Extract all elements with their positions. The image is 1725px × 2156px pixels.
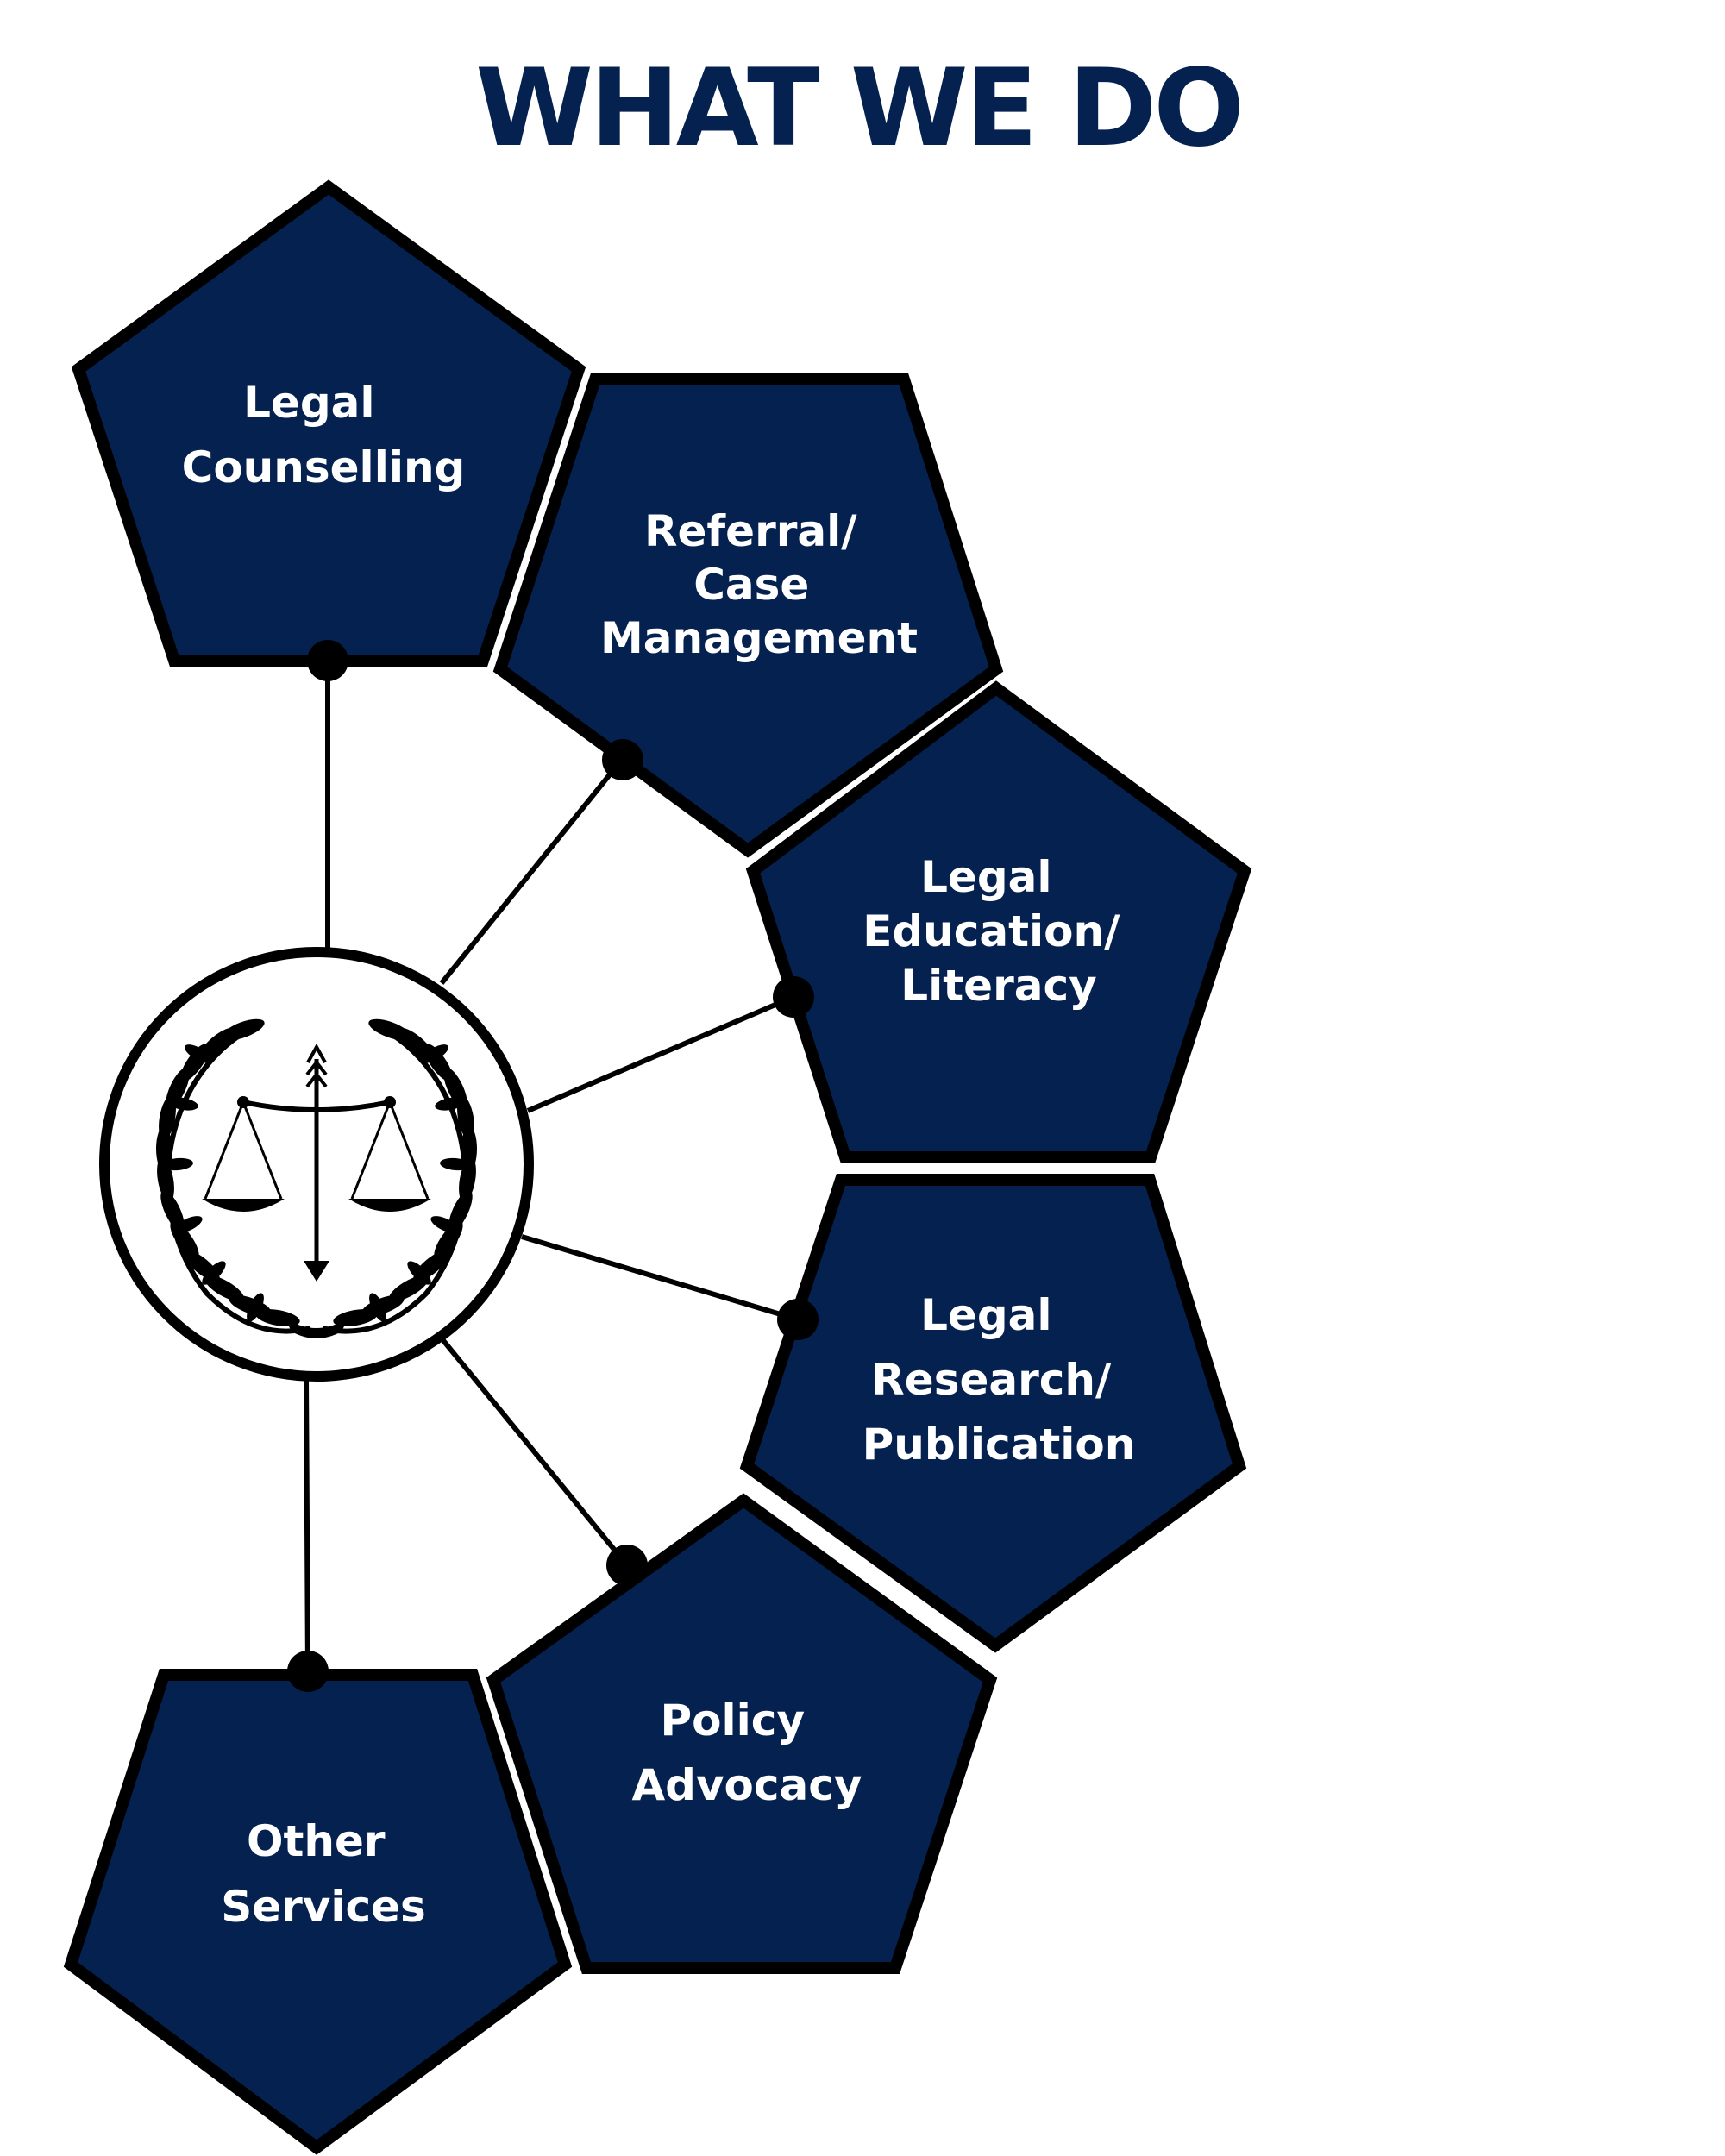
research-line-2: Research/ (871, 1355, 1112, 1405)
svg-text:Referral/ Case: Referral/ Case Management (600, 506, 918, 663)
connector-referral-case-management (439, 759, 624, 985)
education-line-2: Education/ (862, 906, 1120, 956)
svg-text:Legal Counselling: Legal Counselling (182, 378, 466, 492)
svg-text:Other Services: Other Services (221, 1816, 426, 1932)
svg-text:Policy Advocacy: Policy Advocacy (631, 1695, 862, 1810)
legal-counselling-line-1: Legal (243, 378, 374, 428)
dot-referral-case-management (602, 739, 643, 780)
connector-other-services (304, 1377, 310, 1672)
scales-of-justice-laurel-icon (156, 1018, 477, 1338)
connectors (304, 661, 799, 1672)
pentagon-policy-advocacy (486, 1493, 998, 1974)
dot-other-services (287, 1651, 329, 1692)
service-legal-education-literacy: Legal Education/ Literacy (745, 680, 1252, 1163)
dot-legal-counselling (307, 640, 348, 681)
legal-counselling-line-2: Counselling (182, 442, 466, 492)
center-emblem (99, 947, 534, 1382)
service-other-services: Other Services (63, 1669, 573, 2155)
other-services-line-1: Other (247, 1816, 386, 1866)
service-legal-counselling: Legal Counselling (71, 179, 586, 667)
page-title: WHAT WE DO (475, 47, 1241, 171)
dot-policy-advocacy (606, 1545, 648, 1586)
referral-line-2: Case (693, 560, 809, 610)
education-line-1: Legal (920, 852, 1051, 902)
pentagon-other-services (63, 1669, 573, 2155)
research-line-1: Legal (920, 1290, 1051, 1340)
policy-line-2: Advocacy (631, 1760, 862, 1810)
service-referral-case-management: Referral/ Case Management (492, 373, 1004, 858)
svg-text:Legal Research/: Legal Research/ Publication (862, 1290, 1136, 1470)
service-shapes: Legal Counselling Referral/ Case Managem… (63, 179, 1252, 2155)
dot-legal-education-literacy (773, 976, 814, 1018)
pentagon-legal-research-publication (739, 1174, 1247, 1653)
connector-policy-advocacy (439, 1337, 630, 1567)
dot-legal-research-publication (777, 1299, 819, 1340)
connector-legal-education-literacy (526, 994, 795, 1113)
connector-legal-research-publication (521, 1234, 799, 1322)
pentagon-legal-education-literacy (745, 680, 1252, 1163)
referral-line-3: Management (600, 613, 918, 663)
referral-line-1: Referral/ (644, 506, 857, 556)
research-line-3: Publication (862, 1420, 1136, 1470)
connector-dots (287, 640, 819, 1692)
svg-text:Legal Education/: Legal Education/ Literacy (862, 852, 1135, 1011)
policy-line-1: Policy (661, 1695, 806, 1745)
other-services-line-2: Services (221, 1882, 426, 1932)
education-line-3: Literacy (900, 961, 1096, 1011)
service-policy-advocacy: Policy Advocacy (486, 1493, 998, 1974)
service-legal-research-publication: Legal Research/ Publication (739, 1174, 1247, 1653)
